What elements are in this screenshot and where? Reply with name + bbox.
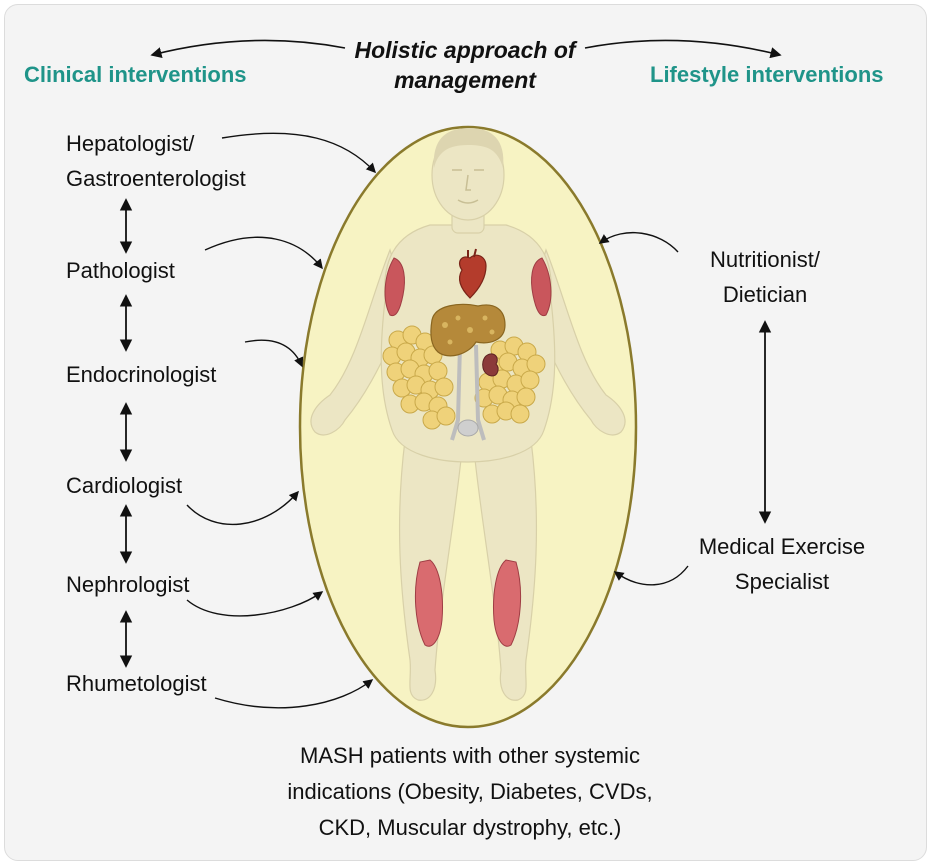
diagram-title: Holistic approach of management [335, 35, 595, 95]
vessels-icon [450, 344, 486, 441]
arrow-cardiologist [186, 490, 299, 526]
title-line-2: management [394, 67, 536, 93]
arrow-to-lifestyle [584, 39, 782, 59]
right-leg-muscle-icon [493, 559, 522, 647]
specialist-cardiologist: Cardiologist [66, 473, 183, 498]
arrow-pathologist [204, 236, 323, 270]
patient-caption: MASH patients with other systemic indica… [287, 743, 653, 840]
specialist-hepatologist: Hepatologist/ Gastroenterologist [66, 131, 246, 191]
left-leg-muscle-icon [414, 559, 443, 647]
arrow-rhumetologist [214, 679, 374, 709]
liver-spots [442, 315, 495, 345]
arrow-hepatologist [221, 132, 377, 174]
fat-cells-right-icon [474, 336, 546, 424]
specialist-medical-exercise: Medical Exercise Specialist [698, 534, 866, 594]
heart-icon [458, 254, 487, 299]
left-arm [310, 248, 406, 436]
arrow-nephrologist [186, 591, 324, 617]
arrow-to-clinical [150, 39, 346, 59]
right-arm [530, 248, 626, 436]
lifestyle-heading: Lifestyle interventions [650, 62, 884, 87]
bladder-icon [457, 419, 479, 437]
specialist-rhumetologist: Rhumetologist [66, 671, 207, 696]
kidney-icon [482, 353, 499, 377]
face-icon [452, 169, 484, 204]
arrow-exercise-specialist [613, 565, 689, 586]
arrow-nutritionist [598, 231, 679, 253]
clinical-heading: Clinical interventions [24, 62, 247, 87]
specialist-nutritionist: Nutritionist/ Dietician [709, 247, 821, 307]
arrow-endocrinologist [244, 339, 304, 368]
title-line-1: Holistic approach of [354, 37, 576, 63]
specialist-endocrinologist: Endocrinologist [66, 362, 217, 387]
hair [433, 128, 504, 168]
specialist-pathologist: Pathologist [66, 258, 175, 283]
left-arm-muscle-icon [384, 257, 405, 317]
right-arm-muscle-icon [531, 257, 552, 317]
specialist-nephrologist: Nephrologist [66, 572, 190, 597]
